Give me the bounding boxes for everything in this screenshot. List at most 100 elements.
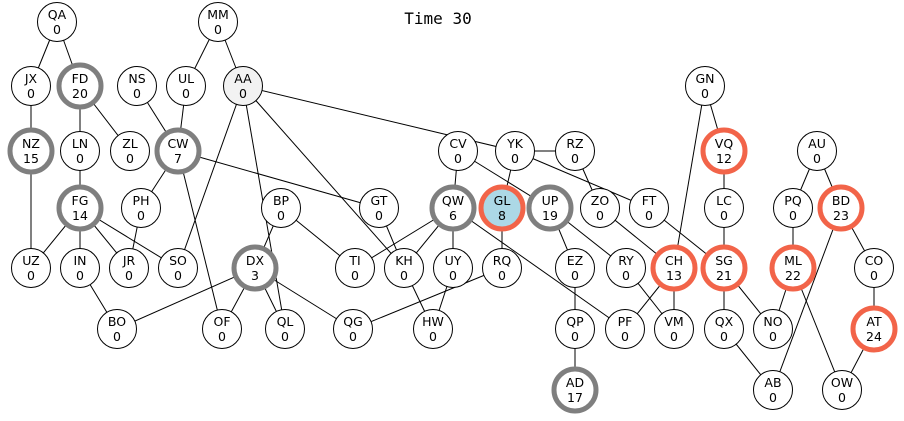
node-circle <box>37 2 77 42</box>
node-circle <box>60 131 100 171</box>
edge-cw-of <box>177 150 223 330</box>
node-value-label: 0 <box>720 329 728 344</box>
node-id-label: TI <box>348 253 360 268</box>
node-id-label: QW <box>442 193 464 208</box>
node-value-label: 0 <box>701 86 709 101</box>
edge-cw-gt <box>177 150 380 209</box>
node-circle <box>817 184 865 232</box>
node-circle <box>482 248 522 288</box>
node-qg: QG0 <box>333 309 373 349</box>
node-value-label: 12 <box>716 151 732 166</box>
node-circle <box>555 309 595 349</box>
node-id-label: EZ <box>567 253 583 268</box>
node-value-label: 0 <box>277 208 285 223</box>
node-value-label: 0 <box>113 329 121 344</box>
node-circle <box>526 184 574 232</box>
node-lc: LC0 <box>704 188 744 228</box>
node-value-label: 0 <box>838 390 846 405</box>
node-circle <box>704 188 744 228</box>
node-id-label: PH <box>133 193 150 208</box>
node-id-label: UZ <box>22 253 40 268</box>
node-circle <box>704 309 744 349</box>
node-value-label: 0 <box>870 268 878 283</box>
node-id-label: LC <box>716 193 732 208</box>
node-id-label: PF <box>618 314 633 329</box>
node-ln: LN0 <box>60 131 100 171</box>
node-value-label: 0 <box>769 390 777 405</box>
node-id-label: HW <box>422 314 444 329</box>
node-value-label: 0 <box>571 268 579 283</box>
node-au: AU0 <box>797 131 837 171</box>
node-value-label: 0 <box>218 329 226 344</box>
edge-rq-qg <box>352 267 503 330</box>
node-value-label: 20 <box>72 86 88 101</box>
node-value-label: 17 <box>567 390 583 405</box>
node-dx: DX3 <box>231 244 279 292</box>
node-id-label: AT <box>866 314 882 329</box>
node-value-label: 23 <box>833 208 849 223</box>
edge-aa-so <box>177 85 244 269</box>
node-id-label: FG <box>72 193 89 208</box>
node-id-label: PQ <box>784 193 802 208</box>
node-id-label: OW <box>831 375 853 390</box>
node-circle <box>359 188 399 228</box>
node-ql: QL0 <box>265 309 305 349</box>
node-ul: UL0 <box>166 66 206 106</box>
node-kh: KH0 <box>384 248 424 288</box>
node-circle <box>753 309 793 349</box>
node-vm: VM0 <box>654 309 694 349</box>
node-id-label: VM <box>664 314 683 329</box>
node-id-label: UL <box>178 71 194 86</box>
node-uz: UZ0 <box>11 248 51 288</box>
node-uy: UY0 <box>433 248 473 288</box>
node-value-label: 3 <box>251 268 259 283</box>
node-value-label: 6 <box>449 208 457 223</box>
node-ry: RY0 <box>606 248 646 288</box>
node-rq: RQ0 <box>482 248 522 288</box>
node-value-label: 0 <box>400 268 408 283</box>
node-circle <box>117 66 157 106</box>
node-value-label: 0 <box>789 208 797 223</box>
node-qp: QP0 <box>555 309 595 349</box>
node-id-label: AB <box>764 375 781 390</box>
node-value-label: 0 <box>571 329 579 344</box>
node-circle <box>384 248 424 288</box>
node-ez: EZ0 <box>555 248 595 288</box>
node-of: OF0 <box>202 309 242 349</box>
edge-aa-kh <box>242 85 405 269</box>
node-circle <box>265 309 305 349</box>
node-value-label: 0 <box>126 151 134 166</box>
node-ab: AB0 <box>753 370 793 410</box>
node-id-label: KH <box>395 253 413 268</box>
node-qa: QA0 <box>37 2 77 42</box>
node-cw: CW7 <box>154 127 202 175</box>
node-id-label: CV <box>449 136 467 151</box>
node-mm: MM0 <box>198 2 238 42</box>
node-cv: CV0 <box>438 131 478 171</box>
node-id-label: AU <box>808 136 826 151</box>
node-value-label: 0 <box>498 268 506 283</box>
node-value-label: 0 <box>76 151 84 166</box>
node-id-label: UP <box>542 193 559 208</box>
node-gn: GN0 <box>685 66 725 106</box>
node-circle <box>850 305 898 353</box>
node-value-label: 14 <box>72 208 88 223</box>
node-value-label: 0 <box>621 329 629 344</box>
node-circle <box>333 309 373 349</box>
node-circle <box>606 248 646 288</box>
node-circle <box>413 309 453 349</box>
node-jr: JR0 <box>109 248 149 288</box>
node-value-label: 0 <box>27 86 35 101</box>
node-pq: PQ0 <box>773 188 813 228</box>
node-zo: ZO0 <box>580 188 620 228</box>
node-circle <box>555 131 595 171</box>
node-id-label: ZL <box>122 136 138 151</box>
node-co: CO0 <box>854 248 894 288</box>
node-ft: FT0 <box>629 188 669 228</box>
node-value-label: 0 <box>76 268 84 283</box>
node-ti: TI0 <box>335 248 375 288</box>
